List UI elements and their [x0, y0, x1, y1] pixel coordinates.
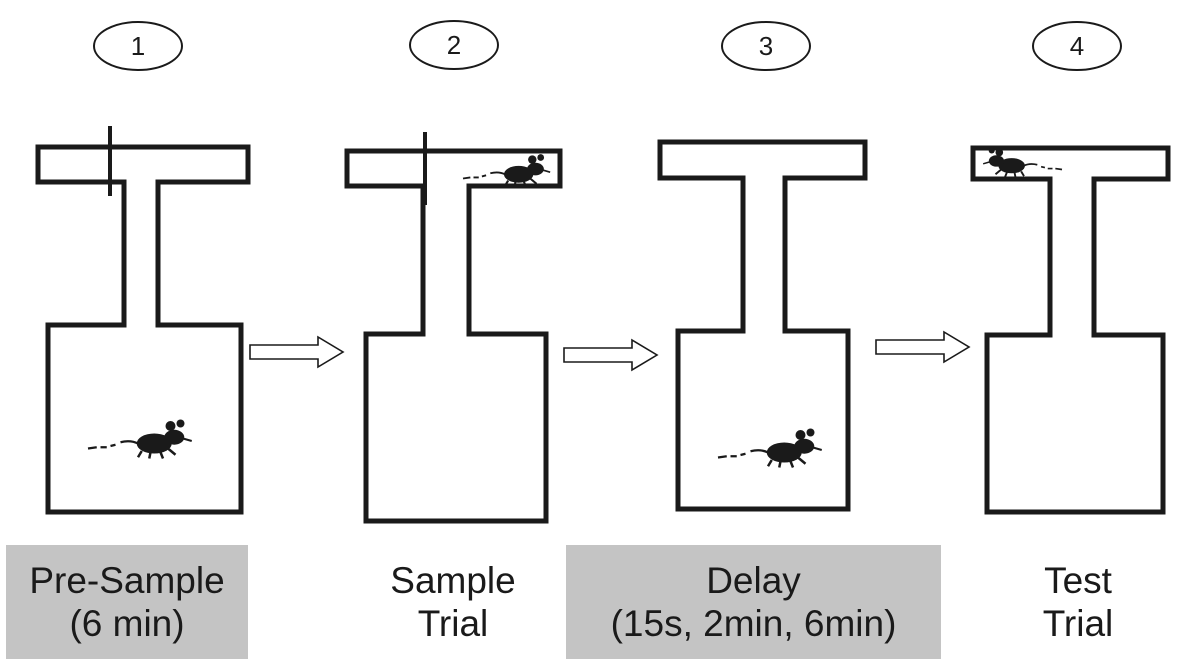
t-maze-outline	[35, 144, 251, 515]
stage-number-bubble	[93, 21, 183, 71]
mouse-icon	[461, 153, 552, 188]
stage-number-bubble	[409, 20, 499, 70]
stage-caption-line2: Trial	[417, 603, 489, 644]
stage-caption-line1: Pre-Sample	[29, 560, 225, 601]
stage-4: 4	[970, 21, 1171, 515]
stage-number-bubble	[721, 21, 811, 71]
mouse-icon	[716, 427, 823, 469]
t-maze-outline	[344, 148, 563, 524]
stage-3: 3	[657, 21, 868, 512]
stage-caption-line2: (15s, 2min, 6min)	[610, 603, 897, 644]
stage-2: 2	[344, 20, 563, 524]
stage-number: 2	[447, 30, 461, 60]
arrow-right-icon	[875, 330, 971, 364]
t-maze-outline	[970, 145, 1171, 515]
stage-caption: Pre-Sample(6 min)	[6, 545, 248, 659]
arrow-right-icon	[249, 335, 345, 369]
t-maze-outline	[657, 139, 868, 512]
stage-number: 4	[1070, 31, 1084, 61]
stage-number-bubble	[1032, 21, 1122, 71]
t-maze-diagram: 1 2 3 4	[35, 20, 1171, 524]
mouse-icon	[86, 418, 193, 460]
stage-number: 1	[131, 31, 145, 61]
stage-1: 1	[35, 21, 251, 515]
stage-caption-line1: Delay	[706, 560, 801, 601]
arrow-right-icon	[563, 338, 659, 372]
stage-caption-line1: Test	[1044, 560, 1112, 601]
stage-caption-line1: Sample	[390, 560, 516, 601]
stage-number: 3	[759, 31, 773, 61]
mouse-icon	[982, 146, 1063, 179]
stage-caption-line2: Trial	[1042, 603, 1114, 644]
stage-caption: Delay(15s, 2min, 6min)	[566, 545, 941, 659]
stage-caption-line2: (6 min)	[69, 603, 185, 644]
